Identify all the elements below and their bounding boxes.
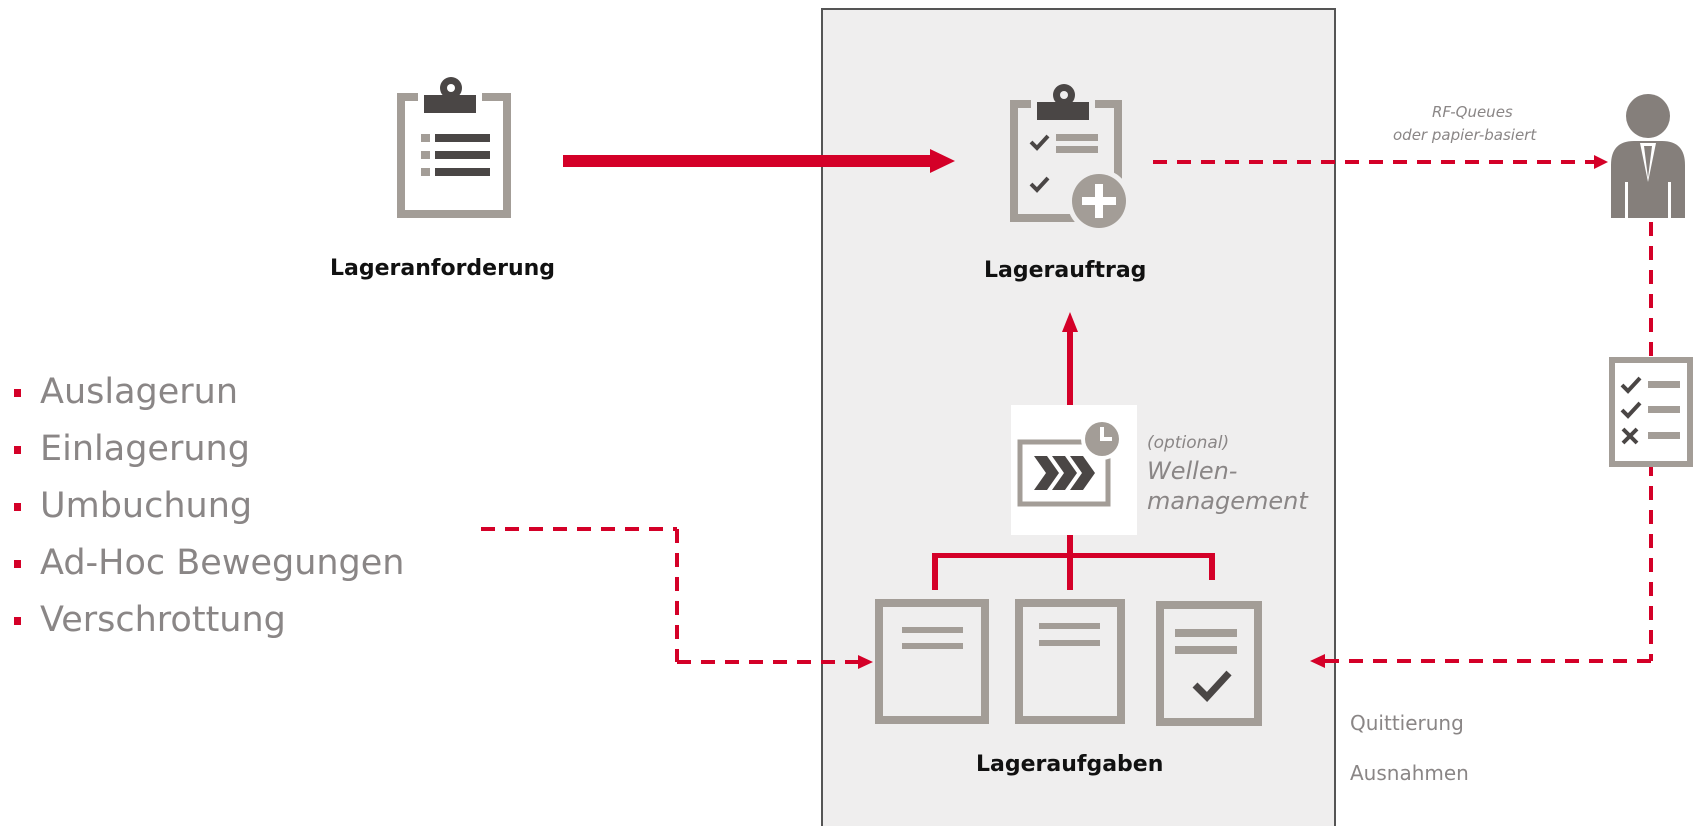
- lagerauftrag-label: Lagerauftrag: [984, 258, 1147, 283]
- feedback-to-tasks-arrow: [1310, 654, 1651, 668]
- wave-title-line1: Wellen-: [1147, 457, 1238, 485]
- list-item: Auslagerun: [10, 372, 405, 429]
- bullet-icon: [14, 446, 21, 454]
- checklist-icon: [1609, 357, 1693, 467]
- list-item: Ad-Hoc Bewegungen: [10, 543, 405, 600]
- bullet-icon: [14, 617, 21, 625]
- queue-note-line2: oder papier-basiert: [1393, 126, 1537, 144]
- lageraufgaben-label: Lageraufgaben: [976, 752, 1164, 777]
- document-check-icon: [1156, 601, 1262, 726]
- request-to-order-arrow: [563, 149, 955, 173]
- document-icon: [875, 599, 989, 724]
- list-item: Umbuchung: [10, 486, 405, 543]
- lageranforderung-label: Lageranforderung: [330, 256, 556, 281]
- wave-to-order-arrow: [1062, 312, 1078, 405]
- list-to-tasks-arrow: [481, 527, 873, 669]
- clipboard-list-icon: [397, 77, 511, 218]
- exceptions-label: Ausnahmen: [1350, 761, 1469, 785]
- wave-optional-note: (optional): [1147, 433, 1230, 453]
- wave-to-tasks-branch: [932, 535, 1215, 590]
- document-icon: [1015, 599, 1125, 724]
- bullet-icon: [14, 389, 21, 397]
- order-to-worker-arrow: [1153, 155, 1608, 169]
- clipboard-checklist-plus-icon: [1010, 84, 1131, 233]
- wave-management-clock-icon: [1011, 405, 1137, 535]
- worker-person-icon: [1611, 94, 1685, 218]
- wave-title-line2: management: [1147, 487, 1308, 515]
- process-type-list: Auslagerun Einlagerung Umbuchung Ad-Hoc …: [10, 372, 405, 657]
- queue-note-line1: RF-Queues: [1432, 103, 1513, 121]
- confirmation-label: Quittierung: [1350, 711, 1464, 735]
- list-item: Einlagerung: [10, 429, 405, 486]
- bullet-icon: [14, 560, 21, 568]
- list-item: Verschrottung: [10, 600, 405, 657]
- bullet-icon: [14, 503, 21, 511]
